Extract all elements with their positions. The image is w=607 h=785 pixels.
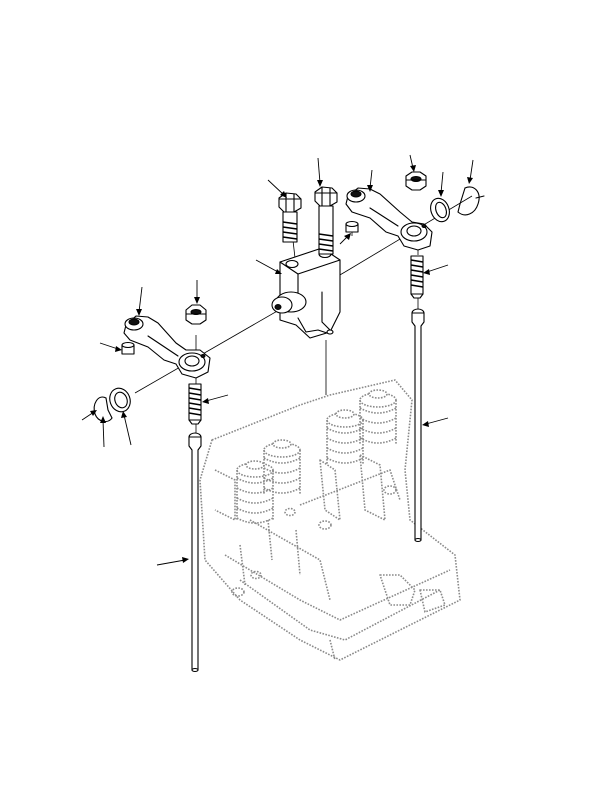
adjusting-screw-right (410, 255, 424, 299)
lock-nut-left (185, 304, 207, 325)
retaining-ring-right (457, 186, 485, 216)
leader-right-nut (409, 154, 416, 172)
leader-right-pushrod (422, 417, 449, 427)
valve-cap-right (345, 220, 359, 233)
leader-center-bolt (317, 157, 323, 187)
leader-right-ring (467, 159, 474, 184)
thrust-washer-left (109, 387, 131, 413)
push-rod-right (411, 308, 425, 543)
callout-leaders (81, 154, 474, 566)
leader-left-ring-side (81, 410, 97, 421)
rocker-shaft-support (271, 247, 341, 339)
valve-spring-right-1 (326, 409, 364, 465)
adjusting-screw-left (188, 383, 202, 425)
leader-left-rocker (136, 286, 143, 316)
leader-left-ring (100, 416, 106, 448)
leader-left-bolt (267, 179, 287, 198)
thrust-washer-right (430, 197, 450, 223)
cylinder-head (199, 379, 461, 661)
push-rod-left (188, 432, 202, 673)
mounting-bolt-left (278, 192, 302, 243)
leader-support (255, 259, 282, 274)
valve-cap-left (121, 341, 135, 355)
leader-left-cap (99, 342, 122, 352)
valve-spring-left-2 (263, 439, 301, 495)
leader-left-nut (194, 280, 200, 304)
mounting-bolt-right (314, 186, 338, 255)
lock-nut-right (405, 171, 427, 191)
leader-right-washer (438, 171, 444, 197)
rocker-arm-left (123, 315, 211, 379)
valve-spring-right-2 (359, 389, 397, 445)
leader-right-screw (423, 264, 449, 275)
leader-left-screw (202, 394, 229, 404)
leader-left-washer (121, 411, 132, 446)
leader-right-rocker (367, 169, 373, 192)
rocker-arm-right (345, 187, 433, 251)
leader-right-cap (339, 233, 351, 245)
retaining-ring-left (93, 396, 113, 423)
leader-left-pushrod (156, 557, 189, 566)
